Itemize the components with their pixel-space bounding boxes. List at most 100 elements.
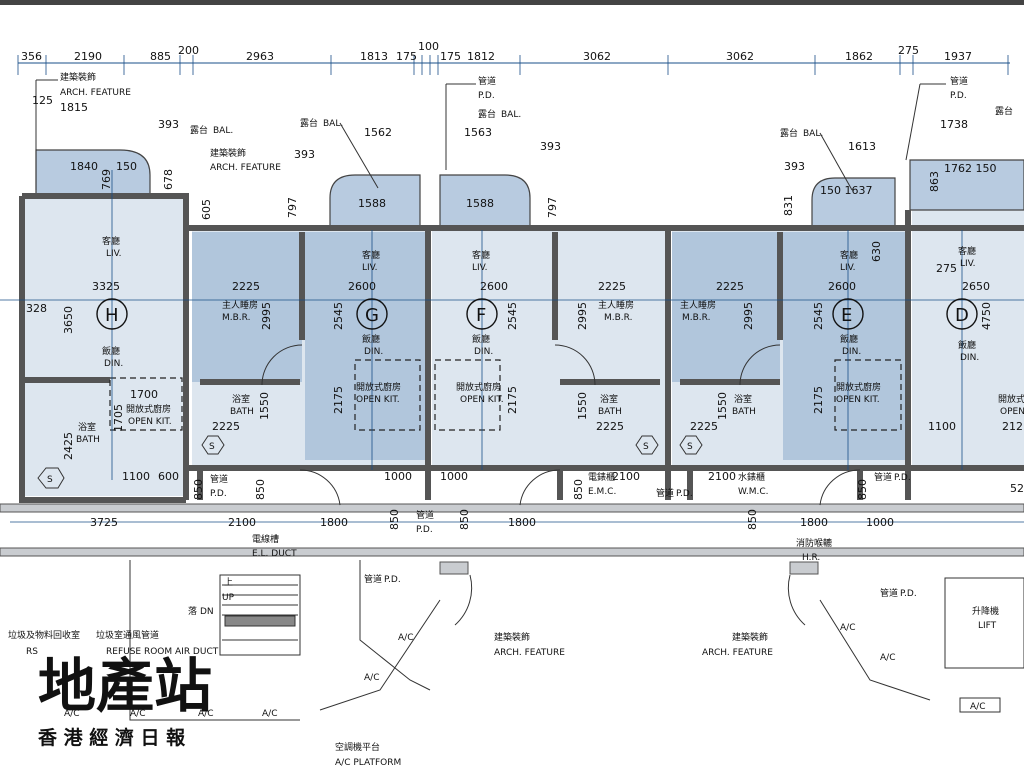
dim-top-8: 100 [418, 40, 439, 53]
dim-top-14: 275 [898, 44, 919, 57]
dim-bottom-5: 1800 [800, 516, 828, 529]
dim-2545c: 2545 [812, 302, 825, 330]
ac-4: A/C [198, 709, 213, 719]
dim-2545b: 2545 [506, 302, 519, 330]
dim-top-9: 175 [440, 50, 461, 63]
dim-125: 125 [32, 94, 53, 107]
dim-top-12: 3062 [726, 50, 754, 63]
pd-cn-8: 管道 [880, 587, 898, 599]
dim-797b: 797 [546, 197, 559, 218]
d-kit-en: OPEN [1000, 407, 1024, 417]
f-liv-en: LIV. [472, 263, 488, 273]
h-liv-cn: 客廳 [102, 235, 120, 247]
dim-2425: 2425 [62, 432, 75, 460]
g-kit-cn: 開放式廚房 [356, 381, 401, 393]
dim-393d: 393 [784, 160, 805, 173]
el-duct-en: E.L. DUCT [252, 549, 297, 559]
bal-en-2: BAL. [323, 119, 343, 129]
h-bath-cn: 浴室 [78, 421, 96, 433]
dim-bottom-1: 3725 [90, 516, 118, 529]
top-border [0, 0, 1024, 5]
dim-212: 212 [1002, 420, 1023, 433]
ac-5: A/C [262, 709, 277, 719]
callouts: 建築裝飾 ARCH. FEATURE 建築裝飾 ARCH. FEATURE 露台… [35, 71, 1013, 563]
ac-9: A/C [364, 673, 379, 683]
dim-2175c: 2175 [812, 386, 825, 414]
g-bath-en: BATH [230, 407, 254, 417]
f-bed-cn: 主人睡房 [598, 299, 634, 311]
dim-bottom-2: 2100 [228, 516, 256, 529]
ac-3: A/C [130, 709, 145, 719]
dim-328: 328 [26, 302, 47, 315]
arch-feature-en-2: ARCH. FEATURE [210, 163, 281, 173]
ac-8: A/C [398, 633, 413, 643]
dim-630: 630 [870, 241, 883, 262]
dim-3325: 3325 [92, 280, 120, 293]
unit-id-f: F [476, 305, 486, 326]
dim-863: 863 [928, 171, 941, 192]
dim-2100b: 2100 [708, 470, 736, 483]
dim-1000a: 1000 [384, 470, 412, 483]
bal-en-3: BAL. [501, 110, 521, 120]
d-liv-cn: 客廳 [958, 245, 976, 257]
pd-en-5: P.D. [894, 473, 911, 483]
dim-2225c: 2225 [716, 280, 744, 293]
bal-en-1: BAL. [213, 126, 233, 136]
bottom-dimension-chain: 3725 2100 1800 1800 1800 1000 [90, 516, 894, 529]
dim-393c: 393 [540, 140, 561, 153]
dim-top-6: 1813 [360, 50, 388, 63]
h-din-cn: 飯廳 [102, 345, 120, 357]
unit-id-h: H [105, 305, 119, 326]
dim-1637: 150 1637 [820, 184, 873, 197]
pd-en-1: P.D. [478, 91, 495, 101]
f-bed-en: M.B.R. [604, 313, 632, 323]
dim-2995a: 2995 [260, 302, 273, 330]
sink-s-2: S [209, 442, 215, 452]
wmc-cn: 水錶櫃 [738, 471, 765, 483]
dim-1563: 1563 [464, 126, 492, 139]
f-bath-cn: 浴室 [600, 393, 618, 405]
pd-en-2: P.D. [950, 91, 967, 101]
dim-2600b: 2600 [480, 280, 508, 293]
bal-en-4: BAL. [803, 129, 823, 139]
ac-platform-en: A/C PLATFORM [335, 758, 401, 768]
dim-1100a: 1100 [122, 470, 150, 483]
dim-bottom-6: 1000 [866, 516, 894, 529]
pd-en-4: P.D. [676, 489, 693, 499]
f-kit-cn: 開放式廚房 [456, 381, 501, 393]
el-duct-cn: 電線槽 [252, 533, 279, 545]
ac-platform-cn: 空調機平台 [335, 741, 380, 753]
hr-cn: 消防喉轆 [796, 537, 832, 549]
dim-bottom-4: 1800 [508, 516, 536, 529]
d-din-cn: 飯廳 [958, 339, 976, 351]
dim-2225-bath-f: 2225 [596, 420, 624, 433]
dim-top-11: 3062 [583, 50, 611, 63]
dim-393b: 393 [294, 148, 315, 161]
wmc-en: W.M.C. [738, 487, 769, 497]
dim-2175b: 2175 [506, 386, 519, 414]
f-liv-cn: 客廳 [472, 249, 490, 261]
watermark-main: 地產站 [38, 652, 212, 720]
arch-feature-en-3: ARCH. FEATURE [494, 648, 565, 658]
stair-dn-en: DN [200, 607, 214, 617]
d-liv-en: LIV. [960, 259, 976, 269]
h-kit-cn: 開放式廚房 [126, 403, 171, 415]
rs-cn: 垃圾及物料回收室 [8, 629, 80, 641]
e-bath-en: BATH [732, 407, 756, 417]
dim-678: 678 [162, 169, 175, 190]
f-din-cn: 飯廳 [472, 333, 490, 345]
dim-52: 52 [1010, 482, 1024, 495]
f-din-en: DIN. [474, 347, 493, 357]
room-labels: 客廳 LIV. 飯廳 DIN. 開放式廚房 OPEN KIT. 浴室 BATH … [76, 235, 1024, 445]
dim-1000b: 1000 [440, 470, 468, 483]
arch-feature-cn-1: 建築裝飾 [60, 71, 96, 83]
internal-dimensions: 125 1815 1840 150 393 1562 393 1588 1563… [26, 94, 1024, 495]
dim-top-7: 175 [396, 50, 417, 63]
e-din-cn: 飯廳 [840, 333, 858, 345]
bal-cn-2: 露台 [300, 117, 318, 129]
unit-id-d: D [955, 305, 969, 326]
top-dimension-chain: 356 2190 885 200 2963 1813 175 100 175 1… [17, 40, 1010, 75]
dim-850b: 850 [254, 479, 267, 500]
dim-top-4: 200 [178, 44, 199, 57]
